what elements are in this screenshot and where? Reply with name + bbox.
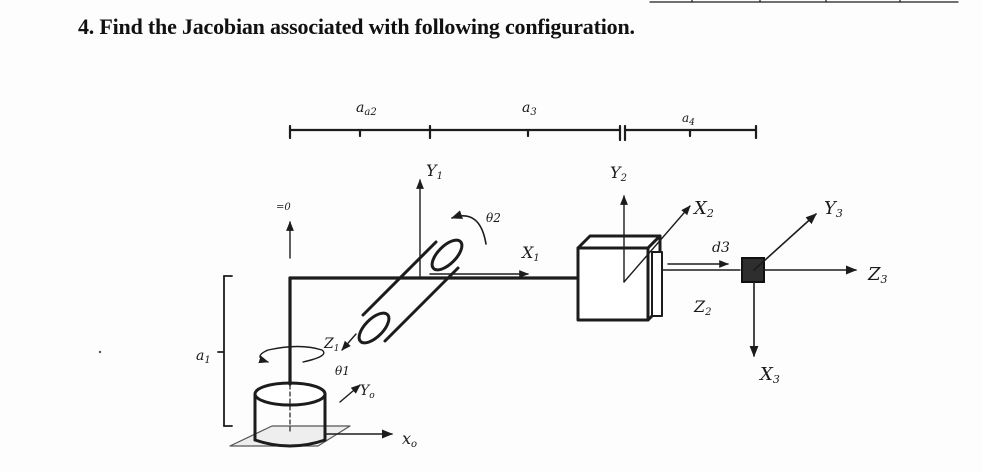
label-z3: Z3 bbox=[867, 264, 888, 286]
dimension-bracket-a3 bbox=[428, 124, 622, 142]
label-theta1: θ1 bbox=[335, 364, 350, 378]
dimension-bracket-a4 bbox=[623, 124, 758, 142]
label-theta2: θ2 bbox=[486, 211, 501, 225]
link-1 bbox=[288, 276, 432, 386]
axis-y3-arrow bbox=[753, 213, 817, 271]
question-title: 4. Find the Jacobian associated with fol… bbox=[78, 14, 635, 39]
tilted-cylinder-link bbox=[357, 238, 464, 345]
label-x0: xo bbox=[402, 429, 417, 450]
label-y0: Yo bbox=[360, 383, 375, 401]
label-a1: a1 bbox=[196, 348, 211, 366]
prismatic-joint-box bbox=[576, 234, 663, 322]
rotation-arrow-theta2 bbox=[450, 210, 487, 245]
label-a4: a4 bbox=[682, 111, 695, 128]
dimension-bracket-a1 bbox=[217, 275, 233, 427]
table-border-fragment bbox=[649, 0, 959, 3]
label-a2: aa2 bbox=[356, 100, 377, 118]
stray-mark bbox=[98, 350, 102, 354]
label-x1: X1 bbox=[520, 243, 540, 264]
end-effector bbox=[741, 257, 765, 283]
axis-y0-arrow bbox=[339, 384, 361, 403]
label-x2: X2 bbox=[692, 198, 714, 220]
label-x3: X3 bbox=[758, 364, 780, 386]
label-z0: =0 bbox=[276, 202, 291, 213]
label-z1: Z1 bbox=[323, 336, 339, 354]
label-y3: Y3 bbox=[824, 198, 843, 220]
rotation-arrow-theta1 bbox=[258, 345, 325, 364]
label-a3: a3 bbox=[522, 100, 537, 118]
axis-x2-arrow bbox=[623, 205, 691, 283]
axis-z1-arrow bbox=[341, 333, 357, 351]
label-y2: Y2 bbox=[610, 163, 627, 184]
dimension-bracket-a2 bbox=[288, 124, 432, 140]
label-z2: Z2 bbox=[693, 297, 712, 318]
label-y1: Y1 bbox=[426, 161, 443, 182]
label-d3: d3 bbox=[712, 240, 730, 256]
